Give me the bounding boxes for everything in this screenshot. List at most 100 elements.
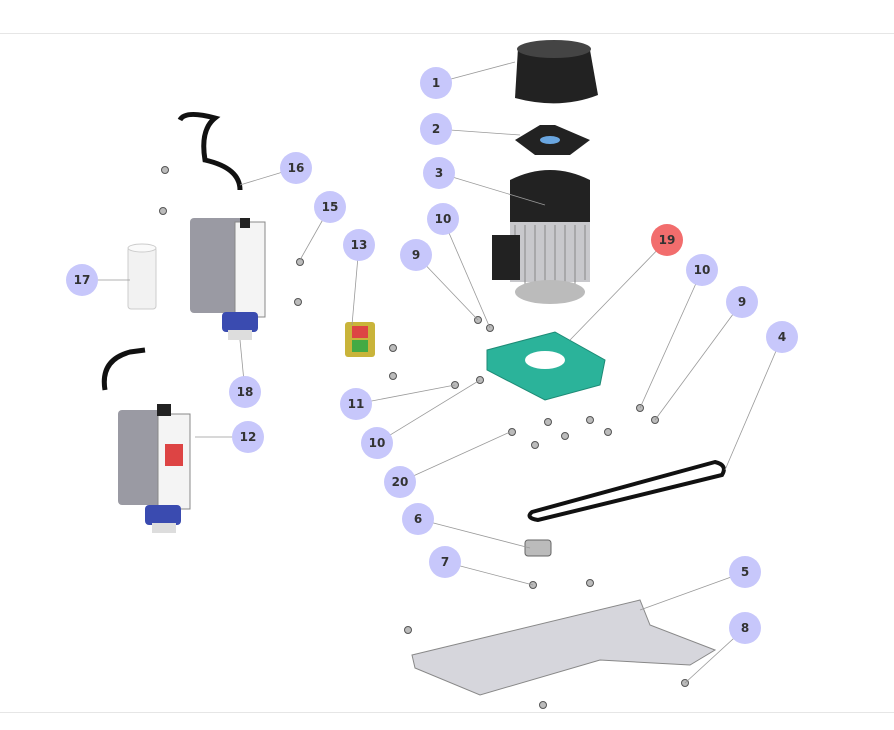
leader-line xyxy=(438,172,546,206)
callout-15-screw[interactable]: 15 xyxy=(299,191,346,261)
callout-number: 7 xyxy=(441,555,449,569)
part-switch-lower xyxy=(101,347,191,533)
callout-number: 4 xyxy=(778,330,786,344)
callout-badge[interactable] xyxy=(429,546,461,578)
callout-12-switch-box[interactable]: 12 xyxy=(195,421,264,453)
fastener xyxy=(561,432,569,440)
fastener xyxy=(544,418,552,426)
callout-badge[interactable] xyxy=(651,224,683,256)
callout-number: 6 xyxy=(414,512,422,526)
part-switch-insert xyxy=(345,322,375,357)
callout-4-belt[interactable]: 4 xyxy=(724,321,798,471)
callout-number: 10 xyxy=(435,212,452,226)
callout-3-motor[interactable]: 3 xyxy=(423,157,546,206)
part-fan-cover xyxy=(515,40,598,104)
callout-number: 2 xyxy=(432,122,440,136)
leader-line xyxy=(376,379,481,444)
callout-number: 18 xyxy=(237,385,254,399)
callout-number: 9 xyxy=(412,248,420,262)
callout-badge[interactable] xyxy=(384,466,416,498)
part-belt-guard xyxy=(411,599,717,696)
callout-badge[interactable] xyxy=(66,264,98,296)
callout-number: 1 xyxy=(432,76,440,90)
leader-line xyxy=(442,218,491,329)
leader-line xyxy=(654,301,743,421)
callout-9-bolt[interactable]: 9 xyxy=(654,286,758,421)
callout-9-bolt[interactable]: 9 xyxy=(400,239,479,321)
part-capacitor xyxy=(127,243,157,310)
fastener xyxy=(604,428,612,436)
callout-7-circlip[interactable]: 7 xyxy=(429,546,534,586)
callout-badge[interactable] xyxy=(314,191,346,223)
callout-6-pulley[interactable]: 6 xyxy=(402,503,531,549)
fastener xyxy=(586,416,594,424)
callout-badge[interactable] xyxy=(400,239,432,271)
callout-badge[interactable] xyxy=(420,113,452,145)
callout-badge[interactable] xyxy=(280,152,312,184)
callout-badge[interactable] xyxy=(726,286,758,318)
callout-10-nut[interactable]: 10 xyxy=(427,203,491,329)
fastener xyxy=(508,428,516,436)
callout-10-nut[interactable]: 10 xyxy=(361,379,481,459)
fastener xyxy=(531,441,539,449)
callout-number: 11 xyxy=(348,397,365,411)
callout-13-switch-insert[interactable]: 13 xyxy=(343,229,375,326)
callout-badge[interactable] xyxy=(361,427,393,459)
leader-line xyxy=(399,431,511,483)
leader-line xyxy=(639,571,746,611)
callout-20-screws[interactable]: 20 xyxy=(384,431,511,498)
callout-2-fan[interactable]: 2 xyxy=(420,113,521,145)
callout-badge[interactable] xyxy=(420,67,452,99)
callout-badge[interactable] xyxy=(229,376,261,408)
part-motor-base-plate xyxy=(486,331,606,401)
callout-16-cable[interactable]: 16 xyxy=(239,152,312,186)
leader-line xyxy=(724,336,783,471)
callout-badge[interactable] xyxy=(427,203,459,235)
top-divider xyxy=(0,33,894,34)
callout-number: 5 xyxy=(741,565,749,579)
part-fan xyxy=(515,125,590,155)
fastener xyxy=(389,344,397,352)
callout-badge[interactable] xyxy=(340,388,372,420)
callout-badge[interactable] xyxy=(729,556,761,588)
leader-line xyxy=(639,269,703,409)
callout-badge[interactable] xyxy=(402,503,434,535)
callout-18-cable-gland[interactable]: 18 xyxy=(229,339,261,408)
callout-17-capacitor[interactable]: 17 xyxy=(66,264,130,296)
callout-badge[interactable] xyxy=(343,229,375,261)
callout-number: 3 xyxy=(435,166,443,180)
leader-line xyxy=(569,239,668,341)
callout-1-fan-cover[interactable]: 1 xyxy=(420,61,516,99)
callout-number: 10 xyxy=(694,263,711,277)
callout-10-nut[interactable]: 10 xyxy=(639,254,718,409)
callout-badge[interactable] xyxy=(232,421,264,453)
callout-8-screw[interactable]: 8 xyxy=(684,612,761,684)
callout-number: 10 xyxy=(369,436,386,450)
callout-badge[interactable] xyxy=(766,321,798,353)
callout-19-motor-base-plate[interactable]: 19 xyxy=(569,224,683,341)
fastener xyxy=(389,372,397,380)
fastener xyxy=(586,579,594,587)
callout-number: 20 xyxy=(392,475,409,489)
callout-number: 12 xyxy=(240,430,257,444)
leader-line xyxy=(417,518,531,549)
callout-badge[interactable] xyxy=(423,157,455,189)
callout-5-belt-guard[interactable]: 5 xyxy=(639,556,761,611)
fastener xyxy=(539,701,547,709)
callout-number: 17 xyxy=(74,273,91,287)
bottom-divider xyxy=(0,712,894,713)
callout-11-long-bolt[interactable]: 11 xyxy=(340,384,456,420)
callout-badge[interactable] xyxy=(729,612,761,644)
callout-number: 8 xyxy=(741,621,749,635)
callout-number: 13 xyxy=(351,238,368,252)
fastener xyxy=(294,298,302,306)
callout-number: 16 xyxy=(288,161,305,175)
fastener xyxy=(404,626,412,634)
callout-badge[interactable] xyxy=(686,254,718,286)
part-pulley xyxy=(524,539,552,557)
callout-number: 9 xyxy=(738,295,746,309)
part-motor xyxy=(492,170,590,304)
callout-number: 15 xyxy=(322,200,339,214)
fastener xyxy=(296,258,304,266)
